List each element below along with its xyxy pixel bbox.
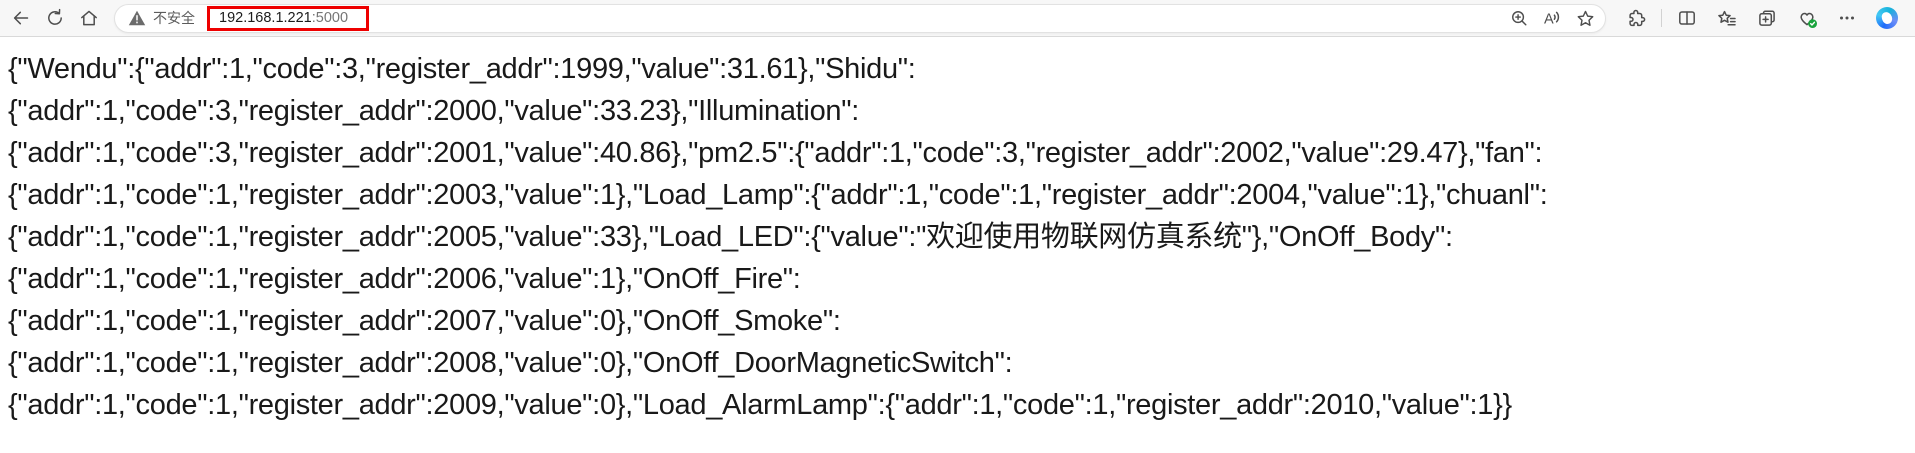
zoom-in-button[interactable] xyxy=(1504,5,1534,31)
copilot-icon xyxy=(1876,7,1898,29)
json-line: {"addr":1,"code":1,"register_addr":2007,… xyxy=(8,305,841,337)
collections-button[interactable] xyxy=(1749,3,1785,33)
home-icon xyxy=(81,10,97,26)
json-line: {"addr":1,"code":3,"register_addr":2000,… xyxy=(8,95,859,127)
json-line: {"addr":1,"code":1,"register_addr":2009,… xyxy=(8,389,1512,421)
warning-triangle-icon xyxy=(128,10,146,26)
browser-essentials-icon xyxy=(1799,12,1817,28)
browser-essentials-button[interactable] xyxy=(1789,3,1825,33)
copilot-button[interactable] xyxy=(1869,3,1905,33)
more-options-icon xyxy=(1840,16,1854,20)
extensions-button[interactable] xyxy=(1618,3,1654,33)
security-label: 不安全 xyxy=(153,10,195,26)
zoom-in-icon xyxy=(1511,10,1526,25)
split-screen-icon xyxy=(1679,11,1695,25)
json-line: {"addr":1,"code":3,"register_addr":2001,… xyxy=(8,137,1543,169)
favorites-button[interactable] xyxy=(1709,3,1745,33)
url-port: :5000 xyxy=(311,9,349,26)
toolbar-separator xyxy=(1661,9,1662,27)
json-line: {"addr":1,"code":1,"register_addr":2003,… xyxy=(8,179,1548,211)
read-aloud-button[interactable]: A xyxy=(1537,5,1567,31)
collections-icon xyxy=(1759,10,1775,26)
favorites-icon xyxy=(1718,10,1736,26)
refresh-icon xyxy=(48,8,62,25)
json-line: {"addr":1,"code":1,"register_addr":2005,… xyxy=(8,221,1453,253)
add-favorite-button[interactable] xyxy=(1570,5,1600,31)
add-favorite-star-icon xyxy=(1577,10,1593,26)
url-host: 192.168.1.221 xyxy=(219,9,312,26)
url-text[interactable]: 192.168.1.221:5000 xyxy=(219,10,348,26)
svg-text:A: A xyxy=(1544,12,1554,28)
more-options-button[interactable] xyxy=(1829,3,1865,33)
json-line: {"Wendu":{"addr":1,"code":3,"register_ad… xyxy=(8,53,916,85)
toolbar-right-group xyxy=(1618,3,1905,33)
home-button[interactable] xyxy=(72,3,106,33)
back-icon xyxy=(13,11,29,25)
red-annotation-box: 192.168.1.221:5000 xyxy=(207,5,370,31)
json-line: {"addr":1,"code":1,"register_addr":2008,… xyxy=(8,347,1013,379)
address-bar[interactable]: 不安全 192.168.1.221:5000 A xyxy=(114,3,1606,33)
site-security-chip[interactable]: 不安全 xyxy=(128,8,195,28)
back-button[interactable] xyxy=(4,3,38,33)
extensions-icon xyxy=(1629,9,1646,27)
read-aloud-icon: A xyxy=(1544,12,1560,28)
address-bar-actions: A xyxy=(1504,5,1600,31)
split-screen-button[interactable] xyxy=(1669,3,1705,33)
browser-toolbar: 不安全 192.168.1.221:5000 A xyxy=(0,0,1915,37)
json-line: {"addr":1,"code":1,"register_addr":2006,… xyxy=(8,263,801,295)
page-content: {"Wendu":{"addr":1,"code":3,"register_ad… xyxy=(0,37,1915,426)
refresh-button[interactable] xyxy=(38,3,72,33)
